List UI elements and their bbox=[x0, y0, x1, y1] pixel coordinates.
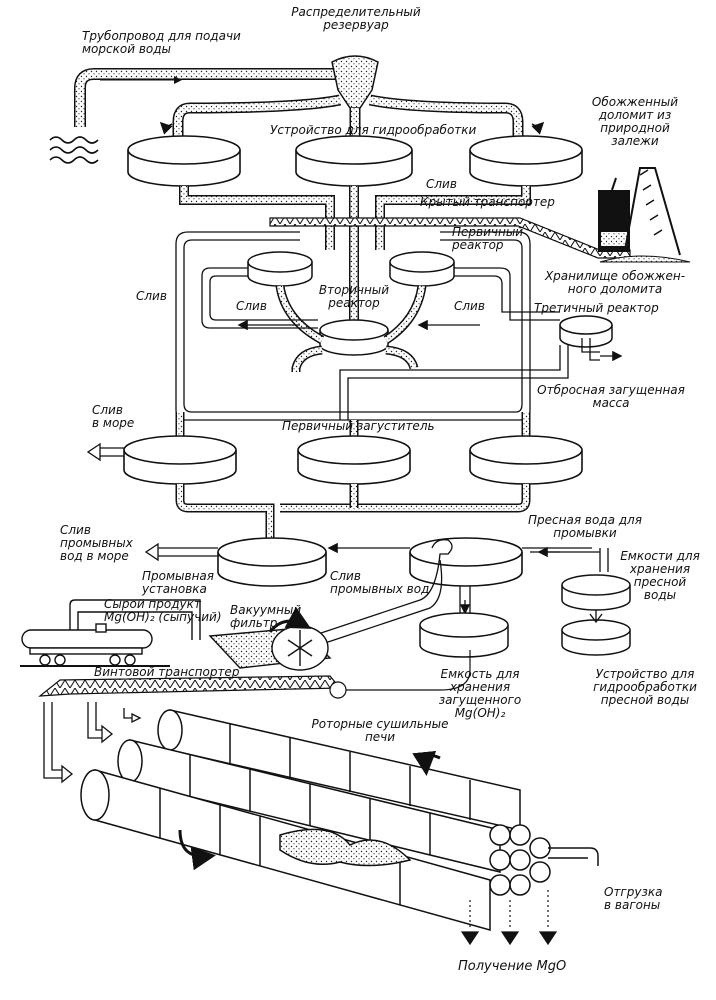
label-rotary-kilns: Роторные сушильные печи bbox=[311, 717, 449, 744]
drain-loop-pipes bbox=[201, 267, 623, 420]
label-drain-left: Слив bbox=[136, 289, 167, 303]
label-drain-top: Слив bbox=[426, 177, 457, 191]
hydrotreatment-tank-center bbox=[295, 135, 413, 187]
label-drain-mid-left: Слив bbox=[236, 299, 267, 313]
thickener-outlet-pipes bbox=[175, 484, 531, 540]
sea-waves-icon bbox=[49, 136, 99, 164]
vacuum-filter bbox=[208, 606, 332, 671]
primary-reactor-right bbox=[389, 251, 455, 287]
label-secondary-reactor: Вторичный реактор bbox=[318, 283, 390, 310]
fresh-water-hydro-tank bbox=[561, 619, 631, 656]
distribution-pipes bbox=[159, 94, 545, 138]
label-thickened-storage: Емкость для хранения загущенного Mg(OH)₂ bbox=[438, 667, 522, 720]
fresh-water-storage-tank bbox=[561, 574, 631, 611]
label-fresh-storage: Емкости для хранения пресной воды bbox=[620, 549, 700, 602]
label-dolomite-storage: Хранилище обожжен- ного доломита bbox=[544, 269, 686, 296]
rotary-kiln-middle bbox=[117, 739, 501, 873]
rotary-kiln-front bbox=[80, 769, 491, 931]
label-mgo: Получение MgO bbox=[458, 959, 567, 974]
label-pipeline: Трубопровод для подачи морской воды bbox=[82, 29, 241, 56]
label-tertiary-reactor: Третичный реактор bbox=[534, 301, 659, 315]
label-primary-thickener: Первичный загуститель bbox=[282, 419, 435, 433]
label-drain-wash-sea: Слив промывных вод в море bbox=[60, 523, 133, 563]
rotation-arrow-front bbox=[178, 829, 216, 871]
rotary-kilns bbox=[80, 709, 599, 931]
label-vacuum-filter: Вакуумный фильтр bbox=[230, 603, 302, 630]
mgo-arrow-1 bbox=[460, 931, 480, 946]
fresh-water-connector bbox=[589, 610, 603, 624]
hydrotreatment-tank-left bbox=[127, 135, 241, 187]
label-drain-mid-right: Слив bbox=[454, 299, 485, 313]
hydrotreatment-tanks bbox=[127, 135, 583, 187]
label-screw-conveyor: Винтовой транспортер bbox=[94, 665, 240, 679]
label-distribution-reservoir: Распределительный резервуар bbox=[291, 5, 421, 32]
wash-unit-right bbox=[409, 537, 523, 587]
mgo-arrow-2 bbox=[500, 931, 520, 946]
thickener-center bbox=[297, 435, 411, 485]
thickener-right bbox=[469, 435, 583, 485]
kiln-burner-tubes bbox=[489, 824, 599, 896]
mgo-output bbox=[460, 890, 558, 946]
label-raw-product: Сырой продукт Mg(OH)₂ (сыпучий) bbox=[104, 597, 222, 624]
mgo-arrow-3 bbox=[538, 931, 558, 946]
thickener-left bbox=[123, 435, 237, 485]
secondary-reactor bbox=[319, 319, 389, 356]
sea-drain-arrow bbox=[86, 442, 124, 462]
label-drain-wash: Слив промывных вод bbox=[330, 569, 430, 596]
label-fresh-hydro: Устройство для гидрообработки пресной во… bbox=[593, 667, 697, 707]
label-covered-conveyor: Крытый транспортер bbox=[420, 195, 555, 209]
primary-reactors bbox=[247, 251, 455, 287]
tertiary-reactor bbox=[559, 315, 613, 348]
label-wash-unit: Промывная установка bbox=[142, 569, 214, 596]
primary-thickeners bbox=[123, 435, 583, 485]
reactor-pipes bbox=[275, 285, 427, 372]
screw-conveyor bbox=[38, 650, 471, 699]
hopper-arrows bbox=[43, 702, 142, 784]
seawater-pipeline bbox=[74, 68, 340, 127]
label-drain-sea: Слив в море bbox=[92, 403, 135, 430]
kiln-flame bbox=[279, 828, 412, 867]
label-waste-mass: Отбросная загущенная масса bbox=[537, 383, 685, 410]
rotary-kiln-back bbox=[157, 709, 521, 831]
covered-conveyor bbox=[269, 217, 631, 259]
fresh-water-tanks bbox=[419, 574, 631, 658]
label-burnt-dolomite: Обожженный доломит из природной залежи bbox=[591, 95, 679, 148]
label-hydrotreatment: Устройство для гидрообработки bbox=[270, 123, 477, 137]
dolomite-storage bbox=[598, 167, 691, 263]
wash-unit-left bbox=[217, 537, 327, 587]
label-primary-reactor: Первичный реактор bbox=[452, 225, 524, 252]
label-shipping: Отгрузка в вагоны bbox=[604, 885, 663, 912]
primary-reactor-left bbox=[247, 251, 313, 287]
wash-flow-lines bbox=[144, 539, 609, 649]
label-fresh-water-wash: Пресная вода для промывки bbox=[528, 513, 642, 540]
hydrotreatment-tank-right bbox=[469, 135, 583, 187]
rotation-arrow-back bbox=[412, 750, 441, 776]
thickened-storage-tank bbox=[419, 612, 509, 658]
wash-units bbox=[217, 537, 523, 587]
rail-tank-car bbox=[20, 599, 201, 667]
